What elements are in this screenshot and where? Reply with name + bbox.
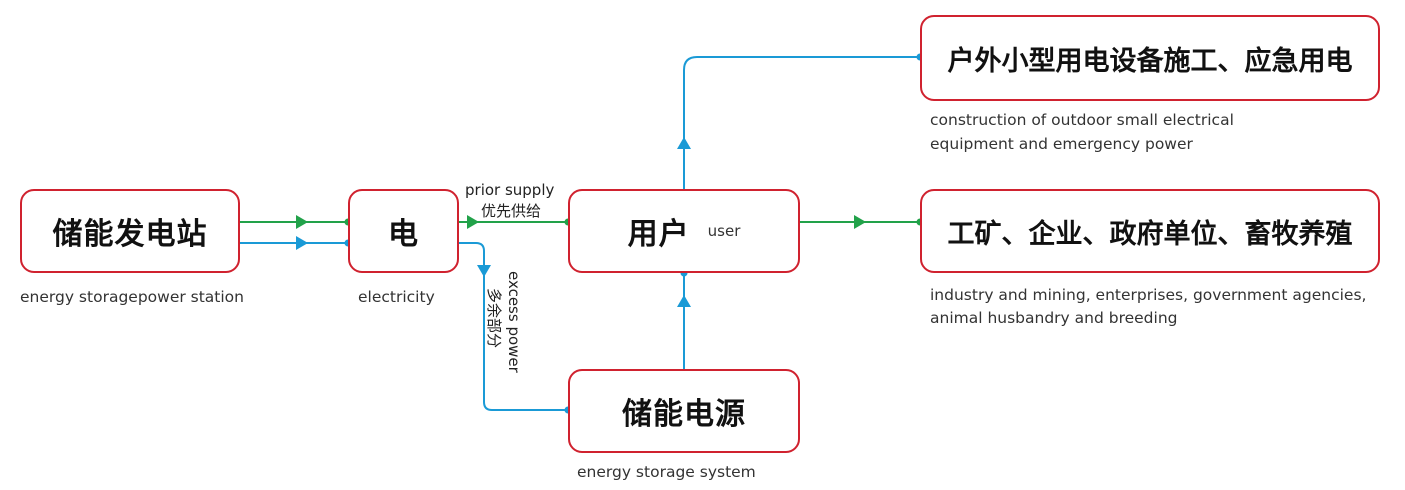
arrow-right-icon [296, 215, 308, 229]
outdoor-node: 户外小型用电设备施工、应急用电 [920, 15, 1380, 101]
outdoor-caption-line2: equipment and emergency power [930, 135, 1193, 153]
station-title: 储能发电站 [52, 217, 208, 252]
storage-title: 储能电源 [622, 397, 746, 432]
station-caption: energy storagepower station [20, 288, 244, 306]
user-node: 用户 user [568, 189, 800, 273]
arrow-up-icon [677, 137, 691, 149]
industry-node: 工矿、企业、政府单位、畜牧养殖 [920, 189, 1380, 273]
prior-supply-label: prior supply [465, 181, 555, 199]
electricity-caption: electricity [358, 288, 435, 306]
arrow-up-icon [677, 295, 691, 307]
excess-power-label: excess power [505, 271, 523, 374]
station-node: 储能发电站 [20, 189, 240, 273]
arrow-right-icon [467, 215, 479, 229]
electricity-title: 电 [388, 217, 419, 252]
arrow-right-icon [854, 215, 866, 229]
industry-title: 工矿、企业、政府单位、畜牧养殖 [947, 218, 1353, 250]
electricity-node: 电 [348, 189, 459, 273]
arrow-down-icon [477, 265, 491, 277]
user-subtitle: user [707, 222, 741, 240]
industry-caption-line1: industry and mining, enterprises, govern… [930, 286, 1367, 304]
blue-line-user-outdoor [683, 56, 920, 189]
user-title: 用户 [627, 217, 690, 252]
excess-zh-label: 多余部分 [485, 288, 503, 348]
storage-caption: energy storage system [577, 463, 756, 481]
industry-caption-line2: animal husbandry and breeding [930, 309, 1178, 327]
outdoor-title: 户外小型用电设备施工、应急用电 [947, 45, 1353, 77]
outdoor-caption-line1: construction of outdoor small electrical [930, 111, 1234, 129]
prior-supply-zh-label: 优先供给 [481, 202, 541, 220]
storage-node: 储能电源 [568, 369, 800, 453]
blue-line-electricity-storage [459, 242, 568, 411]
arrow-right-icon [296, 236, 308, 250]
